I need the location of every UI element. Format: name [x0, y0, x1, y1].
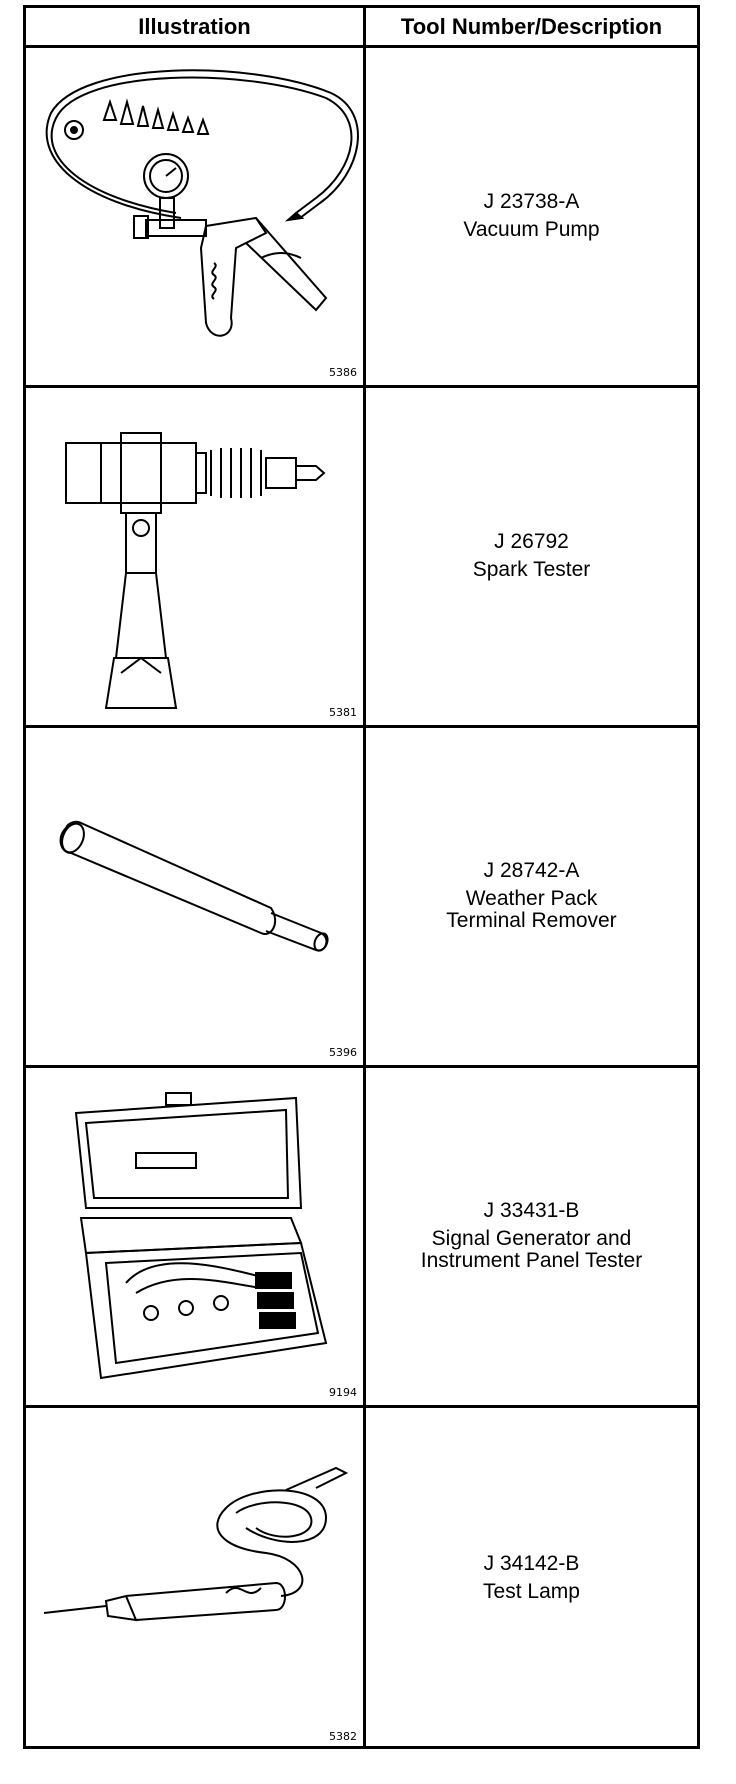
vacuum-pump-illustration: 5386: [26, 48, 366, 385]
tool-number: J 33431-B: [483, 1198, 580, 1222]
tool-description-cell: J 26792 Spark Tester: [366, 388, 697, 725]
tool-number: J 34142-B: [483, 1552, 580, 1576]
tool-name: Signal Generator and Instrument Panel Te…: [420, 1226, 643, 1273]
figure-number: 5396: [329, 1046, 357, 1059]
tool-number: J 28742-A: [483, 858, 580, 882]
figure-number: 5381: [329, 706, 357, 719]
tool-number: J 26792: [494, 530, 569, 554]
tool-table: Illustration Tool Number/Description: [23, 5, 700, 1749]
tool-description-cell: J 28742-A Weather Pack Terminal Remover: [366, 728, 697, 1065]
tool-description-cell: J 34142-B Test Lamp: [366, 1408, 697, 1749]
figure-number: 9194: [329, 1386, 357, 1399]
spark-tester-illustration: 5381: [26, 388, 366, 725]
table-row: 5396 J 28742-A Weather Pack Terminal Rem…: [26, 728, 697, 1068]
terminal-remover-icon: [26, 728, 363, 1065]
test-lamp-icon: [26, 1408, 363, 1745]
table-row: 5382 J 34142-B Test Lamp: [26, 1408, 697, 1749]
signal-generator-icon: [26, 1068, 363, 1405]
spark-tester-icon: [26, 388, 363, 725]
table-row: 5386 J 23738-A Vacuum Pump: [26, 48, 697, 388]
terminal-remover-illustration: 5396: [26, 728, 366, 1065]
table-header: Illustration Tool Number/Description: [26, 8, 697, 48]
figure-number: 5386: [329, 366, 357, 379]
tool-name: Weather Pack Terminal Remover: [446, 886, 617, 933]
tool-name: Vacuum Pump: [463, 218, 600, 241]
table-row: 9194 J 33431-B Signal Generator and Inst…: [26, 1068, 697, 1408]
tool-number: J 23738-A: [483, 190, 580, 214]
tool-name: Spark Tester: [472, 558, 591, 581]
test-lamp-illustration: 5382: [26, 1408, 366, 1749]
tool-description-cell: J 23738-A Vacuum Pump: [366, 48, 697, 385]
header-tool-description: Tool Number/Description: [400, 13, 663, 39]
tool-description-cell: J 33431-B Signal Generator and Instrumen…: [366, 1068, 697, 1405]
tool-name: Test Lamp: [483, 1580, 580, 1603]
table-row: 5381 J 26792 Spark Tester: [26, 388, 697, 728]
signal-generator-illustration: 9194: [26, 1068, 366, 1405]
vacuum-pump-icon: [26, 48, 363, 385]
figure-number: 5382: [329, 1730, 357, 1743]
header-illustration: Illustration: [26, 8, 366, 45]
